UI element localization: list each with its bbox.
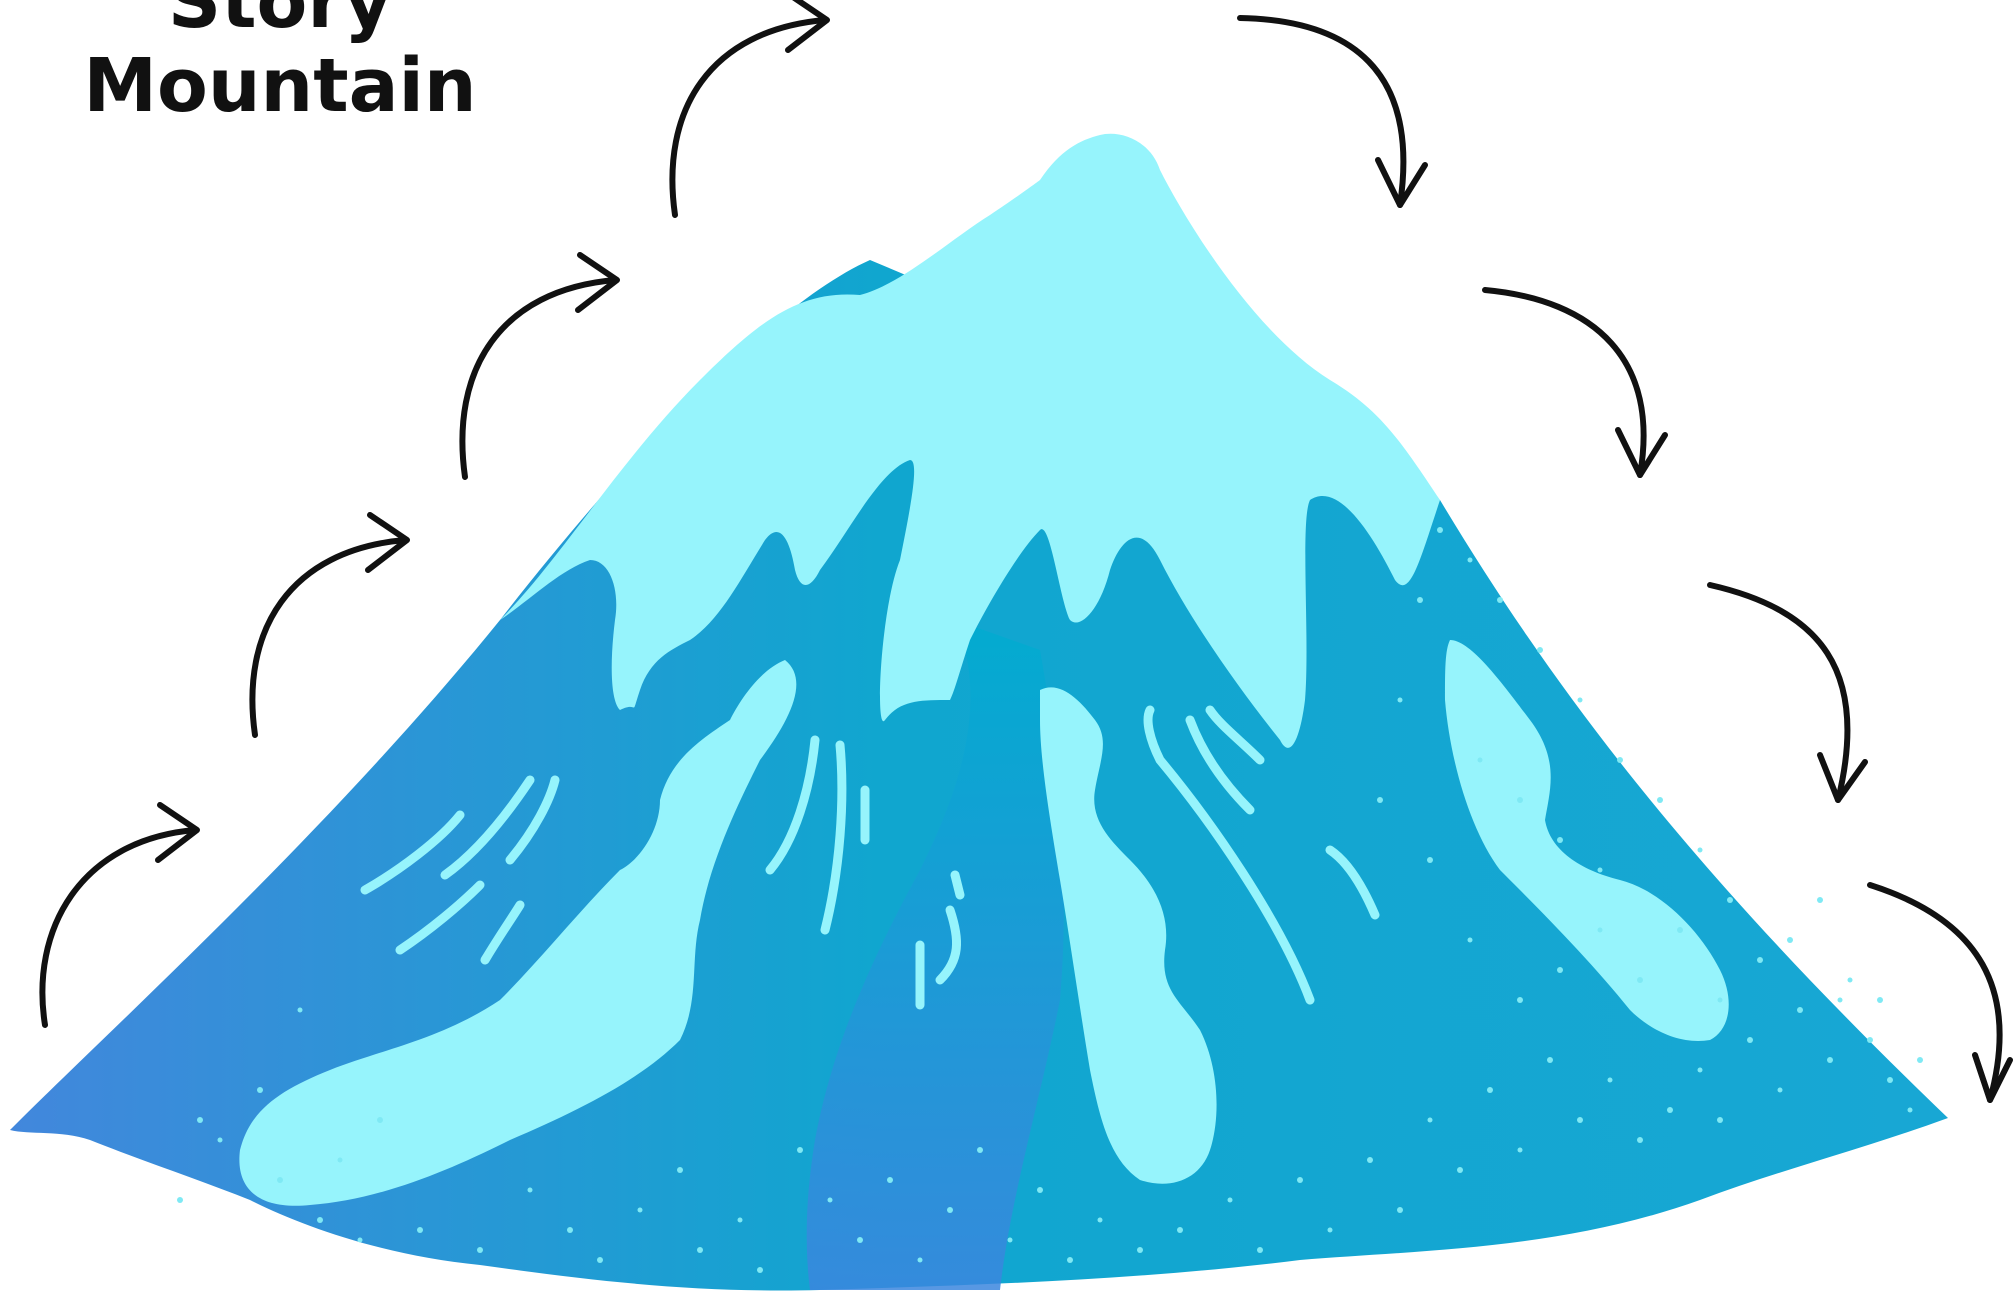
arrow-up-2 xyxy=(252,515,407,735)
arrow-down-1 xyxy=(1240,18,1425,205)
arrow-up-4 xyxy=(672,0,827,215)
arrow-up-3 xyxy=(462,255,617,477)
arrow-down-3 xyxy=(1710,585,1865,800)
arrow-down-2 xyxy=(1485,290,1665,475)
